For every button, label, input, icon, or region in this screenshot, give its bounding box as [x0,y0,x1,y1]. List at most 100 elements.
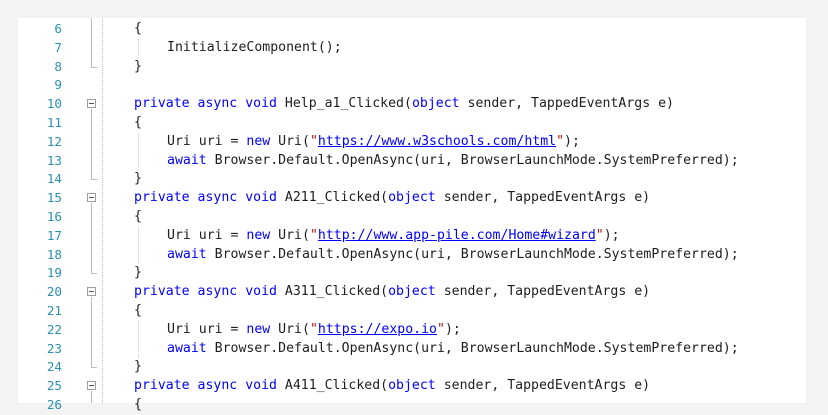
keyword-token: async [197,190,238,206]
code-line[interactable]: 16{ [18,208,806,227]
code-token: InitializeComponent(); [167,39,342,55]
code-text: Uri uri = new Uri("http://www.app-pile.c… [167,227,620,246]
code-text: private async void A311_Clicked(object s… [134,283,650,302]
fold-region-line [91,297,92,368]
code-token [237,96,245,111]
code-token: } [134,58,142,74]
line-number: 13 [46,152,62,168]
keyword-token: object [388,378,436,394]
code-token: Uri( [270,133,310,149]
code-text: private async void A211_Clicked(object s… [134,189,650,208]
collapse-icon[interactable] [87,193,96,203]
code-text: private async void A411_Clicked(object s… [134,377,650,396]
line-number: 24 [46,359,62,375]
code-token [237,190,245,205]
code-line[interactable]: 9 [18,76,806,95]
fold-region-end [91,367,97,369]
fold-region-line [91,18,92,67]
code-line[interactable]: 26 { [18,396,806,415]
line-number: 22 [46,321,62,337]
code-token [190,190,198,205]
code-line[interactable]: 18 await Browser.Default.OpenAsync(uri, B… [18,246,806,265]
line-number: 15 [46,190,62,206]
code-text: { [134,396,142,415]
url-link[interactable]: http://www.app-pile.com/Home#wizard [317,227,596,243]
keyword-token: new [246,321,271,337]
code-token: Browser.Default.OpenAsync(uri, BrowserLa… [206,152,739,168]
code-token: sender, TappedEventArgs e) [459,96,674,112]
keyword-token: private [134,378,190,394]
code-token: Uri( [270,227,310,243]
code-line[interactable]: 14} [18,170,806,189]
code-token: A411_Clicked( [276,378,389,394]
code-line[interactable]: 11{ [18,114,806,133]
code-token: } [134,171,142,187]
keyword-token: void [245,378,277,394]
code-line[interactable]: 6{ [18,20,806,39]
code-line[interactable]: 17 Uri uri = new Uri("http://www.app-pile… [18,227,806,246]
collapse-icon[interactable] [87,381,96,391]
line-number: 6 [54,21,62,36]
code-line[interactable]: 8} [18,58,806,77]
line-number: 17 [46,227,62,243]
line-number: 9 [54,77,62,93]
code-line[interactable]: 19} [18,264,806,283]
code-text: } [134,170,142,189]
code-token: { [134,115,142,130]
url-link[interactable]: https://www.w3schools.com/html [317,133,557,149]
code-token [237,284,245,299]
margin-separator [102,18,103,403]
keyword-token: await [167,246,207,262]
keyword-token: new [246,227,271,243]
keyword-token: private [134,190,190,206]
keyword-token: async [197,284,238,300]
code-token [190,96,198,111]
collapse-icon[interactable] [87,99,96,109]
code-line[interactable]: 24} [18,358,806,377]
code-text: InitializeComponent(); [167,39,342,58]
code-text: } [134,58,142,77]
indent-guide [138,132,139,171]
code-token: sender, TappedEventArgs e) [435,284,651,300]
code-token: sender, TappedEventArgs e) [435,190,651,206]
keyword-token: object [411,96,460,112]
url-link[interactable]: https://expo.io [317,321,437,337]
fold-region-line [91,391,92,403]
line-number: 23 [46,340,62,356]
string-token: " [309,133,318,149]
code-line[interactable]: 15 private async void A211_Clicked(object… [18,189,806,208]
code-token [190,378,198,393]
code-text: } [134,264,142,283]
code-token: Uri uri = [167,133,247,149]
keyword-token: async [197,378,238,394]
code-line[interactable]: 21{ [18,302,806,321]
code-line[interactable]: 25 private async void A411_Clicked(object… [18,377,806,396]
code-token [237,378,245,393]
line-number: 18 [46,246,62,262]
indent-guide [138,226,139,265]
line-number: 25 [46,378,62,394]
code-token: A211_Clicked( [276,190,389,206]
indent-guide [138,320,139,359]
line-number: 26 [46,397,62,412]
keyword-token: new [246,133,271,149]
keyword-token: await [167,340,207,356]
code-token: { [134,397,142,412]
keyword-token: private [134,284,190,300]
code-text: private async void Help_a1_Clicked(objec… [134,95,674,114]
collapse-icon[interactable] [87,287,96,297]
line-number: 7 [54,39,62,55]
fold-region-end [91,179,97,181]
code-token: } [134,359,142,375]
string-token: " [309,227,318,243]
code-token: { [134,21,142,36]
code-token: Browser.Default.OpenAsync(uri, BrowserLa… [206,246,739,262]
code-line[interactable]: 7 InitializeComponent(); [18,39,806,58]
